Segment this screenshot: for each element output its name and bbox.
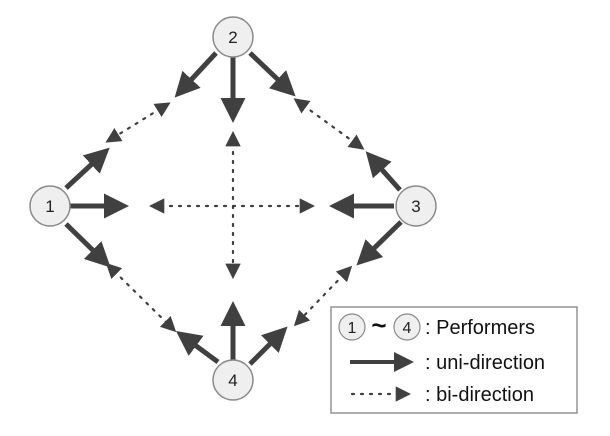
legend-bi-label: : bi-direction xyxy=(425,384,534,406)
legend-range-separator: ~ xyxy=(371,310,386,340)
uni-arrow-1-up xyxy=(64,147,110,190)
legend-range-start: 1 xyxy=(348,320,357,337)
bi-link-top-right xyxy=(293,98,365,150)
performer-node-3: 3 xyxy=(395,185,437,227)
uni-arrow-1-down xyxy=(64,222,111,268)
legend-performers-label: : Performers xyxy=(425,317,535,339)
legend: 1 ~ 4 : Performers : uni-direction : bi-… xyxy=(330,306,578,414)
performer-label: 1 xyxy=(45,197,54,216)
uni-arrow-4-right xyxy=(248,326,288,366)
performer-node-2: 2 xyxy=(212,16,254,58)
uni-arrow-3-down xyxy=(356,220,403,266)
uni-direction-arrows xyxy=(64,51,403,366)
uni-arrow-4-left xyxy=(175,331,220,365)
performer-label: 3 xyxy=(411,197,420,216)
bi-link-right-bottom xyxy=(293,265,353,327)
performer-node-4: 4 xyxy=(212,359,254,401)
bi-direction-links xyxy=(105,98,365,333)
uni-arrow-2-left xyxy=(174,51,218,98)
bi-link-bottom-left xyxy=(105,262,177,333)
legend-uni-row: : uni-direction xyxy=(350,352,545,374)
legend-bi-row: : bi-direction xyxy=(350,384,534,406)
legend-uni-label: : uni-direction xyxy=(425,352,545,374)
legend-node-start xyxy=(338,313,366,341)
legend-node-end xyxy=(393,313,421,341)
uni-arrow-3-up xyxy=(365,151,402,192)
legend-performers-row: 1 ~ 4 : Performers xyxy=(338,310,535,341)
performer-node-1: 1 xyxy=(29,185,71,227)
performer-label: 2 xyxy=(228,28,237,47)
legend-range-end: 4 xyxy=(403,320,412,337)
bi-link-left-top xyxy=(105,102,171,143)
uni-arrow-2-right xyxy=(248,51,296,97)
performer-label: 4 xyxy=(228,371,237,390)
